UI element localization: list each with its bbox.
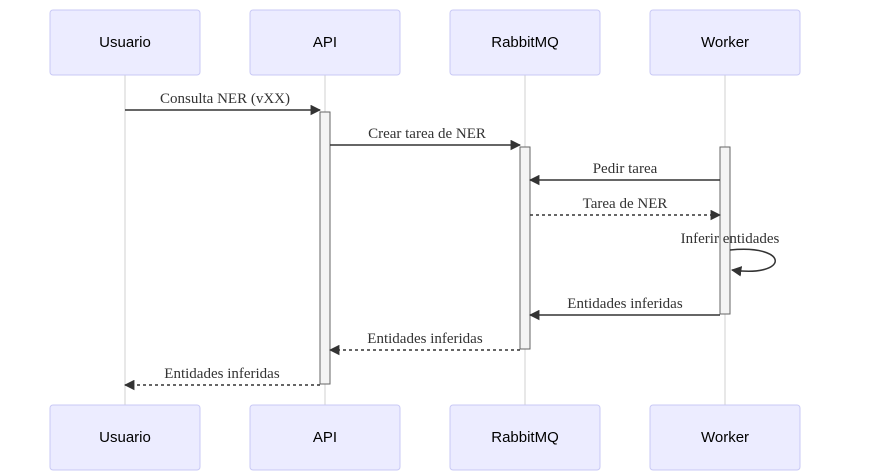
message-label: Tarea de NER	[583, 196, 668, 212]
actor-rabbitmq-bottom: RabbitMQ	[449, 404, 601, 471]
message-label: Entidades inferidas	[367, 331, 483, 347]
message-label: Consulta NER (vXX)	[160, 91, 290, 107]
message-2: Crear tarea de NER	[330, 126, 522, 151]
message-3: Pedir tarea	[528, 161, 720, 186]
actor-label: API	[313, 429, 337, 446]
actor-rabbitmq-top: RabbitMQ	[449, 9, 601, 76]
activation-worker	[719, 146, 731, 315]
message-label: Pedir tarea	[593, 161, 658, 177]
message-label: Entidades inferidas	[164, 366, 280, 382]
actor-label: API	[313, 34, 337, 51]
message-7: Entidades inferidas	[328, 331, 520, 356]
actor-api-top: API	[249, 9, 401, 76]
actor-label: Worker	[701, 34, 749, 51]
actor-usuario-top: Usuario	[49, 9, 201, 76]
self-loop-arrow	[729, 248, 776, 277]
message-5-self: Inferir entidades	[681, 231, 780, 277]
message-label: Crear tarea de NER	[368, 126, 486, 142]
message-label: Entidades inferidas	[567, 296, 683, 312]
actor-worker-bottom: Worker	[649, 404, 801, 471]
message-6: Entidades inferidas	[528, 296, 720, 321]
actor-label: Usuario	[99, 429, 151, 446]
actor-label: RabbitMQ	[491, 429, 559, 446]
message-8: Entidades inferidas	[123, 366, 320, 391]
message-label: Inferir entidades	[681, 231, 780, 247]
activation-rabbitmq	[519, 146, 531, 350]
actor-label: Usuario	[99, 34, 151, 51]
message-4: Tarea de NER	[530, 196, 722, 221]
actor-label: Worker	[701, 429, 749, 446]
actor-label: RabbitMQ	[491, 34, 559, 51]
actor-usuario-bottom: Usuario	[49, 404, 201, 471]
message-1: Consulta NER (vXX)	[125, 91, 322, 116]
actor-api-bottom: API	[249, 404, 401, 471]
actor-worker-top: Worker	[649, 9, 801, 76]
activation-api	[319, 111, 331, 385]
